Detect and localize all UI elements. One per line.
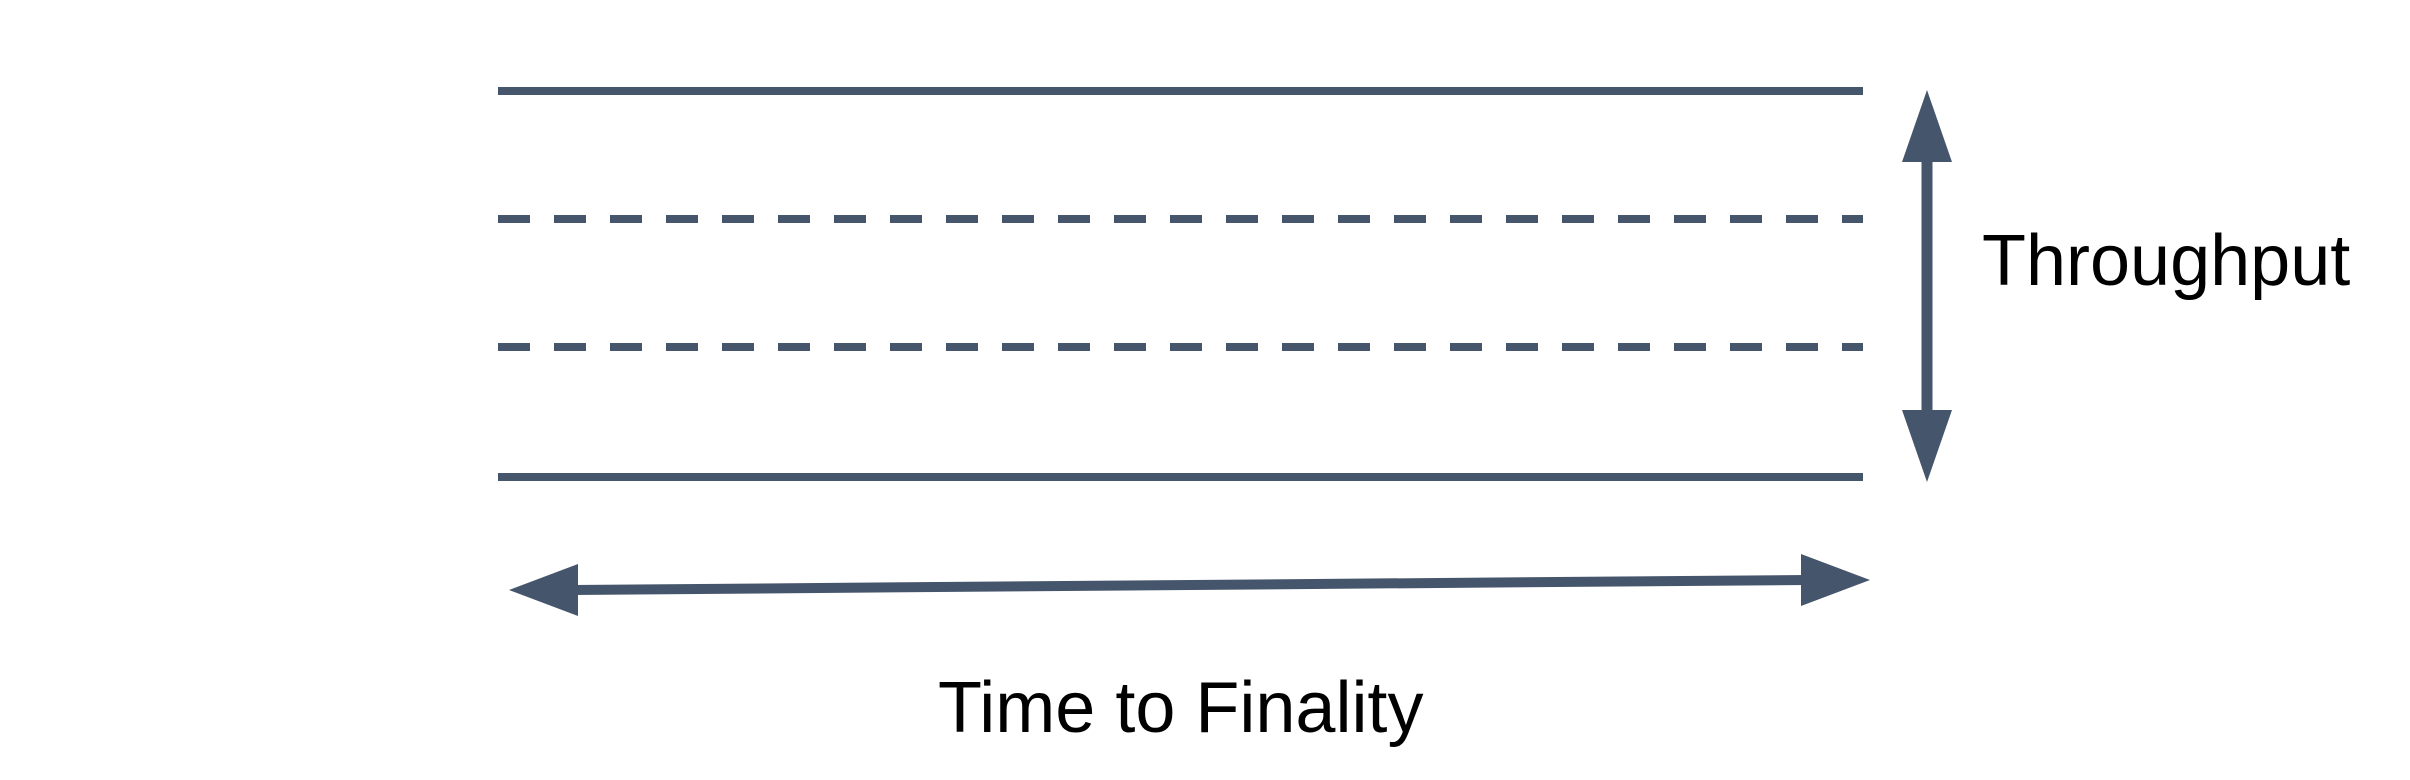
time-to-finality-double-arrow-icon: [509, 554, 1870, 616]
throughput-arrow-head-down: [1902, 410, 1952, 482]
time-to-finality-arrow-head-left: [509, 564, 578, 616]
time-to-finality-arrow-shaft: [571, 575, 1808, 595]
throughput-double-arrow-icon: [1902, 90, 1952, 482]
throughput-arrow-head-up: [1902, 90, 1952, 162]
throughput-label: Throughput: [1982, 221, 2350, 301]
time-to-finality-label: Time to Finality: [938, 668, 1423, 748]
time-to-finality-arrow-head-right: [1801, 554, 1870, 606]
